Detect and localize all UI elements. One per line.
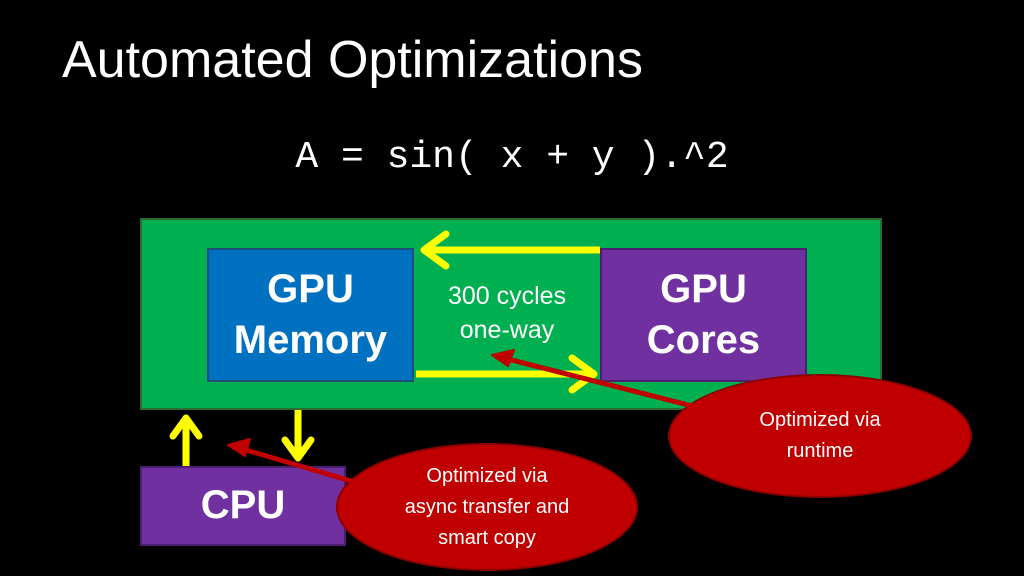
callout-async-line-1: Optimized via [426, 464, 548, 487]
cpu-label: CPU [200, 483, 286, 528]
slide-title: Automated Optimizations [62, 31, 643, 89]
gpu-memory-block: GPU Memory [207, 248, 414, 382]
callout-async: Optimized via async transfer and smart c… [336, 443, 638, 571]
callout-runtime: Optimized via runtime [668, 374, 972, 498]
arrow-gpu-to-cpu [281, 410, 315, 462]
gpu-memory-label-line-2: Memory [233, 318, 388, 362]
gpu-cores-label-line-2: Cores [646, 318, 761, 362]
latency-label-line-2: one-way [459, 315, 555, 344]
latency-label-line-1: 300 cycles [447, 282, 567, 310]
gpu-cores-label-line-1: GPU [660, 266, 747, 311]
gpu-cores-block: GPU Cores [600, 248, 807, 382]
latency-label: 300 cycles one-way [414, 280, 600, 348]
cpu-block: CPU [140, 466, 346, 546]
arrow-cpu-to-gpu [169, 414, 203, 466]
callout-runtime-line-2: runtime [786, 440, 854, 462]
formula: A = sin( x + y ).^2 [295, 136, 729, 179]
callout-async-line-2: async transfer and [404, 495, 570, 518]
callout-runtime-line-1: Optimized via [759, 409, 881, 431]
callout-async-line-3: smart copy [438, 526, 536, 549]
gpu-memory-label-line-1: GPU [267, 266, 354, 311]
